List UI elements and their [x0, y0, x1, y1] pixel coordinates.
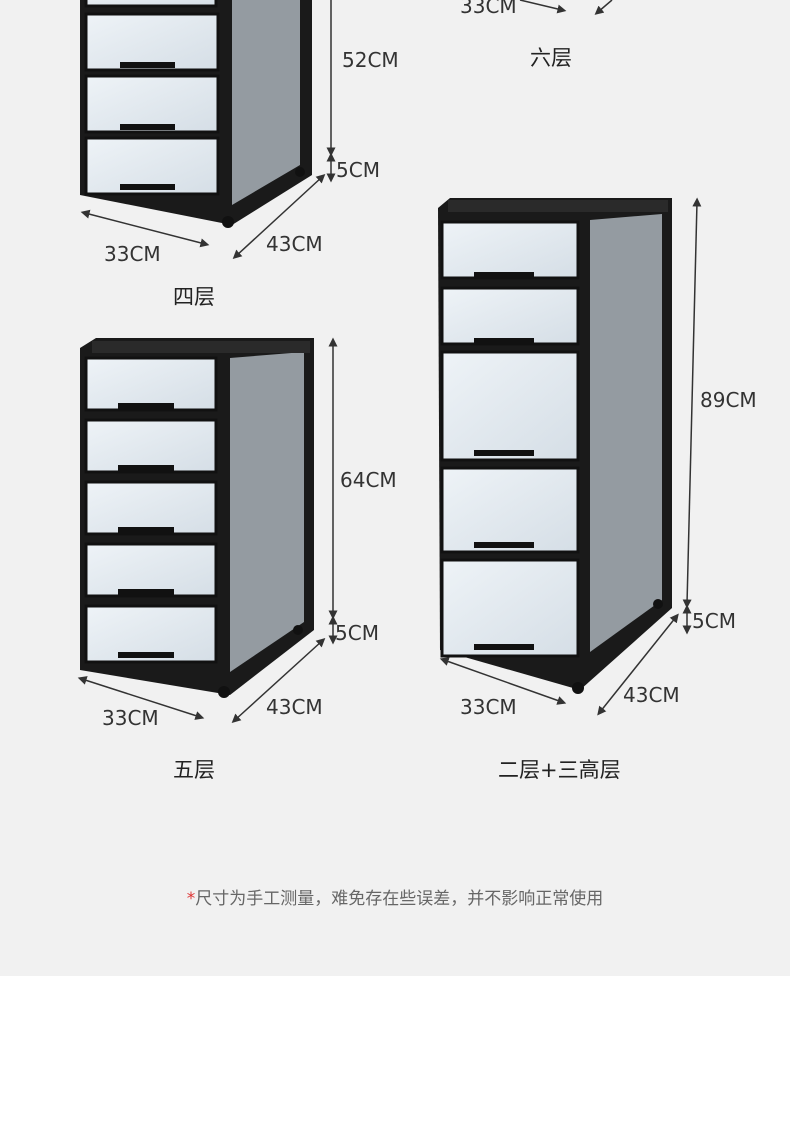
combo-dimension-lines [439, 197, 702, 716]
five-tier-cabinet [80, 338, 314, 698]
combo-depth-label: 43CM [623, 683, 680, 707]
five-tier-dimension-lines [77, 337, 338, 724]
six-tier-dimension-lines [519, 0, 613, 15]
combo-drawer [440, 220, 580, 658]
combo-caption: 二层+三高层 [498, 758, 621, 782]
five-tier-drawer [84, 356, 218, 664]
four-tier-width-label: 33CM [104, 242, 161, 266]
four-tier-caption: 四层 [173, 285, 215, 309]
disclaimer-text: 尺寸为手工测量，难免存在些误差，并不影响正常使用 [195, 889, 604, 909]
combo-width-label: 33CM [460, 695, 517, 719]
combo-cabinet [438, 198, 672, 694]
six-tier-caption: 六层 [530, 46, 572, 70]
four-tier-height-label: 52CM [342, 48, 399, 72]
five-tier-depth-label: 43CM [266, 695, 323, 719]
product-dimension-panel: 33CM 52CM 5CM 33CM 43CM 64CM 5CM 33CM 43… [0, 0, 790, 976]
five-tier-width-label: 33CM [102, 706, 159, 730]
blank-footer-area [0, 976, 790, 1132]
four-tier-dimension-lines [80, 0, 336, 260]
four-tier-drawer [84, 0, 220, 196]
asterisk-mark: * [186, 889, 196, 909]
four-tier-wheel-label: 5CM [336, 158, 380, 182]
measurement-disclaimer: *尺寸为手工测量，难免存在些误差，并不影响正常使用 [0, 884, 790, 909]
combo-height-label: 89CM [700, 388, 757, 412]
four-tier-depth-label: 43CM [266, 232, 323, 256]
five-tier-caption: 五层 [173, 758, 215, 782]
four-tier-cabinet [80, 0, 312, 228]
five-tier-wheel-label: 5CM [335, 621, 379, 645]
six-tier-width-label: 33CM [460, 0, 517, 18]
cabinet-illustrations [77, 0, 702, 724]
combo-wheel-label: 5CM [692, 609, 736, 633]
five-tier-height-label: 64CM [340, 468, 397, 492]
